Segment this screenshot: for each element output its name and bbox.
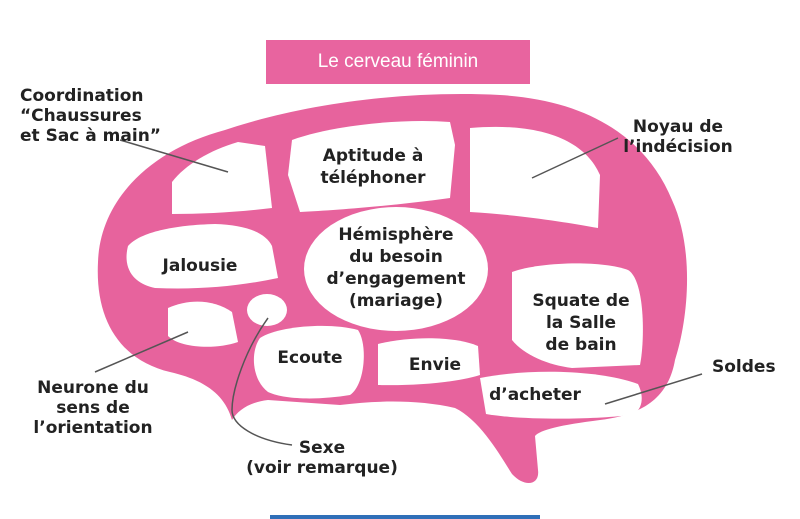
callout-neurone: Neurone du sens de l’orientation [33,378,153,438]
region-label-aptitude: Aptitude à téléphoner [320,146,426,188]
compartment-acheter [480,371,642,419]
region-label-envie: Envie [408,355,462,375]
callout-sexe: Sexe (voir remarque) [246,438,398,478]
region-label-squate: Squate de la Salle de bain [532,291,630,355]
region-label-hemisphere: Hémisphère du besoin d’engagement (maria… [326,225,466,311]
compartment-jalousie [126,224,279,289]
leader-coordination [119,139,229,173]
leader-sexe [231,317,293,446]
compartment-hemisphere [304,207,488,331]
compartment-envie [378,338,480,386]
compartment-ecoute [253,325,364,399]
callout-noyau: Noyau de l’indécision [623,117,733,157]
leader-lines [94,137,703,446]
region-label-ecoute: Ecoute [277,348,343,368]
leader-noyau [531,137,619,179]
compartment-sexe [247,294,287,326]
compartment-aptitude [288,120,455,212]
region-label-jalousie: Jalousie [162,256,238,276]
compartment-coordination [172,142,272,214]
compartment-squate [512,263,643,368]
leader-neurone [94,331,189,373]
bottom-strip [270,515,540,519]
leader-soldes [604,373,703,405]
compartment-neurone [168,301,238,347]
callout-soldes: Soldes [712,357,776,377]
callout-coordination: Coordination “Chaussures et Sac à main” [20,86,161,146]
region-label-acheter: d’acheter [489,385,581,405]
brain-compartments [126,120,643,419]
title-banner: Le cerveau féminin [266,40,530,84]
